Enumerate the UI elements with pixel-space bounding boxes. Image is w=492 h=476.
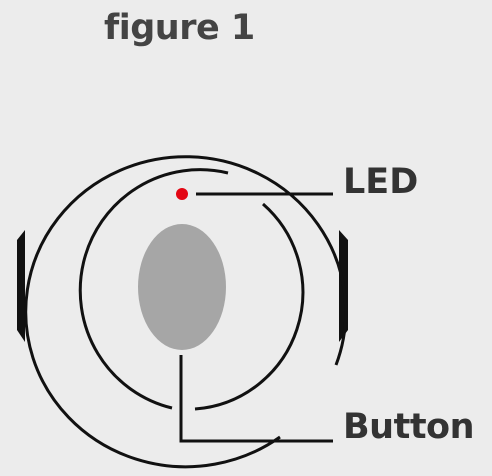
device-button [138, 224, 226, 350]
left-side-grip [17, 230, 25, 342]
outer-ring [24, 155, 348, 469]
button-label: Button [343, 407, 475, 447]
figure-title: figure 1 [104, 8, 255, 48]
inner-ring-left [78, 168, 229, 410]
led-indicator [176, 188, 188, 200]
led-label: LED [343, 162, 419, 202]
button-leader-line [179, 355, 333, 443]
inner-ring-right [194, 202, 305, 411]
